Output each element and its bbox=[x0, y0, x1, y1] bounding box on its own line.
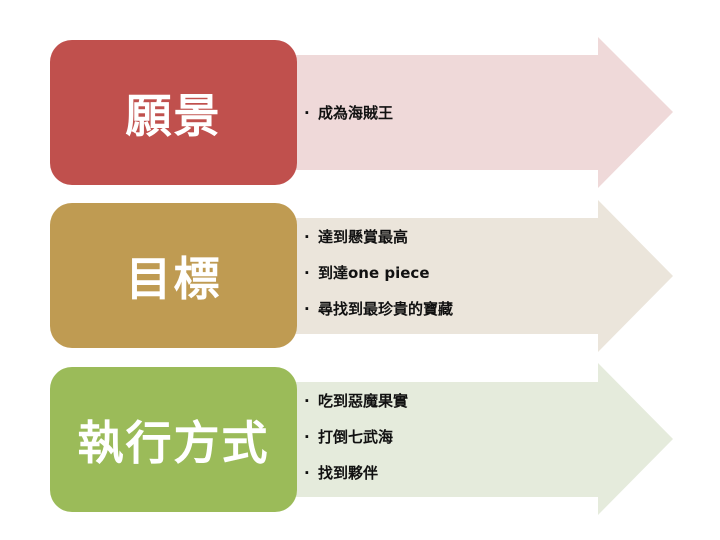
vision-box: 願景 bbox=[50, 40, 297, 185]
arrow-goals bbox=[290, 200, 673, 352]
execution-box: 執行方式 bbox=[50, 367, 297, 512]
execution-title: 執行方式 bbox=[77, 415, 270, 470]
arrow-vision bbox=[290, 37, 673, 188]
goals-title: 目標 bbox=[125, 251, 222, 306]
execution-list: ·吃到惡魔果實 ·打倒七武海 ·找到夥伴 bbox=[304, 383, 408, 491]
list-item: ·到達one piece bbox=[304, 264, 430, 282]
list-item: ·吃到惡魔果實 bbox=[304, 392, 409, 410]
goals-box: 目標 bbox=[50, 203, 297, 348]
list-item: ·打倒七武海 bbox=[304, 428, 394, 446]
list-item: ·尋找到最珍貴的寶藏 bbox=[304, 300, 454, 318]
goals-list: ·達到懸賞最高 ·到達one piece ·尋找到最珍貴的寶藏 bbox=[304, 219, 453, 327]
vision-title: 願景 bbox=[125, 88, 222, 143]
list-item: ·找到夥伴 bbox=[304, 464, 379, 482]
vision-list: ·成為海賊王 bbox=[304, 95, 393, 131]
list-item: ·達到懸賞最高 bbox=[304, 228, 409, 246]
list-item: ·成為海賊王 bbox=[304, 104, 394, 122]
arrow-execution bbox=[290, 363, 673, 515]
